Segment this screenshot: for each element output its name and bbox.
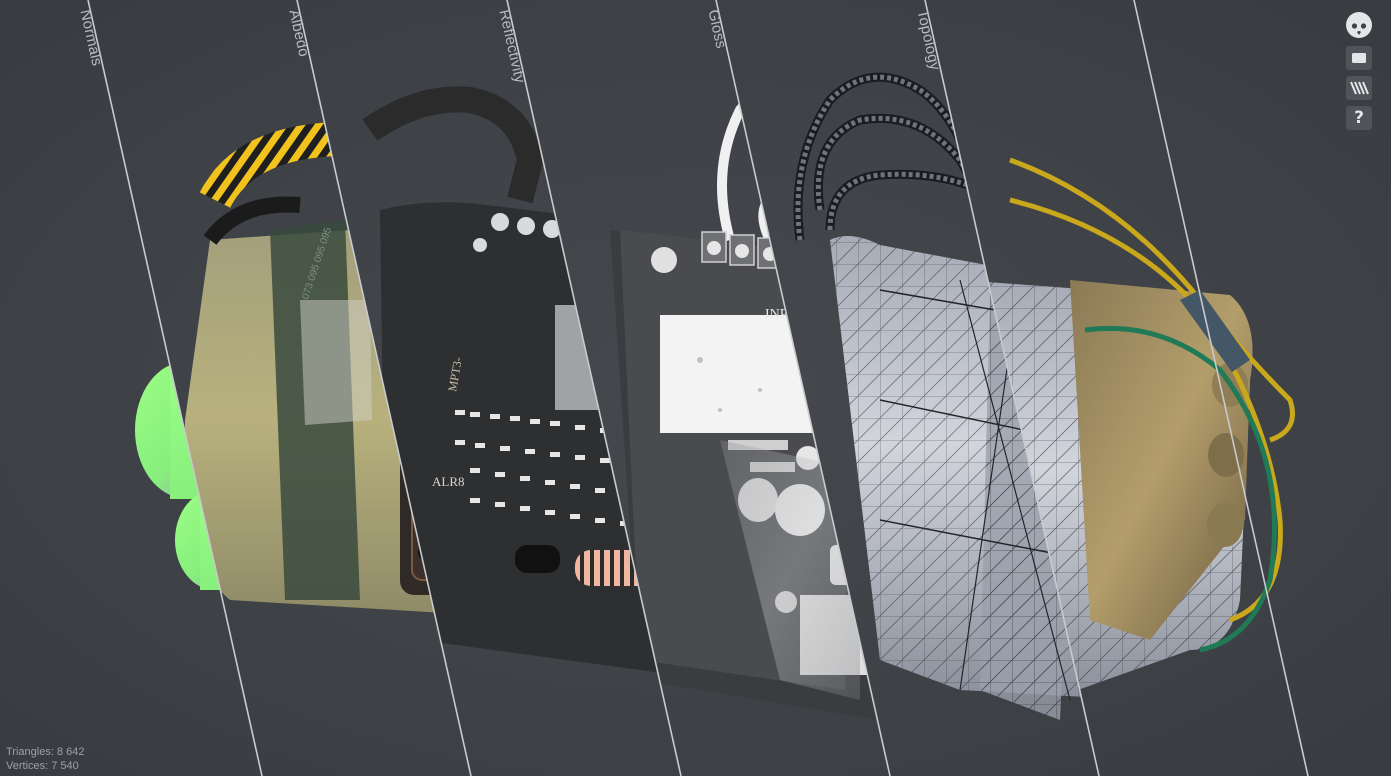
- help-button[interactable]: ?: [1346, 106, 1372, 130]
- vertex-count: Vertices: 7 540: [6, 760, 79, 772]
- triangle-count: Triangles: 8 642: [6, 746, 85, 758]
- help-icon: ?: [1354, 108, 1364, 128]
- gloss-render: INPUT: [610, 80, 880, 720]
- pcb-label-alr8: ALR8: [432, 474, 465, 489]
- split-view-button[interactable]: [1346, 76, 1372, 100]
- split-lines: [87, 0, 1309, 776]
- screen-icon: [1352, 53, 1366, 63]
- logo-icon: [1346, 12, 1372, 38]
- stripes-icon: [1350, 81, 1369, 95]
- screen-button[interactable]: [1346, 46, 1372, 70]
- logo-button[interactable]: [1344, 10, 1374, 40]
- pcb-label-mpt: MPT3-: [445, 356, 465, 393]
- viewer-toolbar: ?: [1343, 10, 1375, 136]
- mesh-stats: Triangles: 8 642 Vertices: 7 540: [6, 745, 84, 773]
